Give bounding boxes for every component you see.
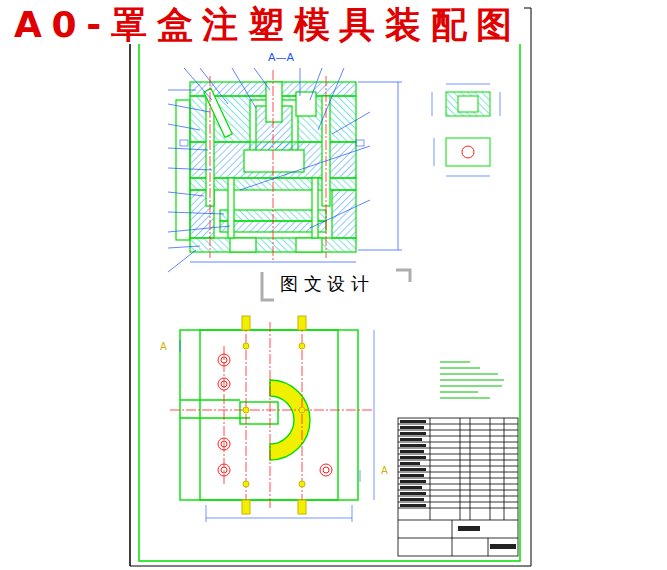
watermark: 图 文 设 计 [278, 274, 371, 294]
view-marker: A [381, 466, 388, 476]
drawing-title: A0-罩盒注塑模具装配图 [12, 6, 524, 44]
section-label: A—A [268, 52, 294, 63]
view-marker: A [160, 342, 167, 352]
